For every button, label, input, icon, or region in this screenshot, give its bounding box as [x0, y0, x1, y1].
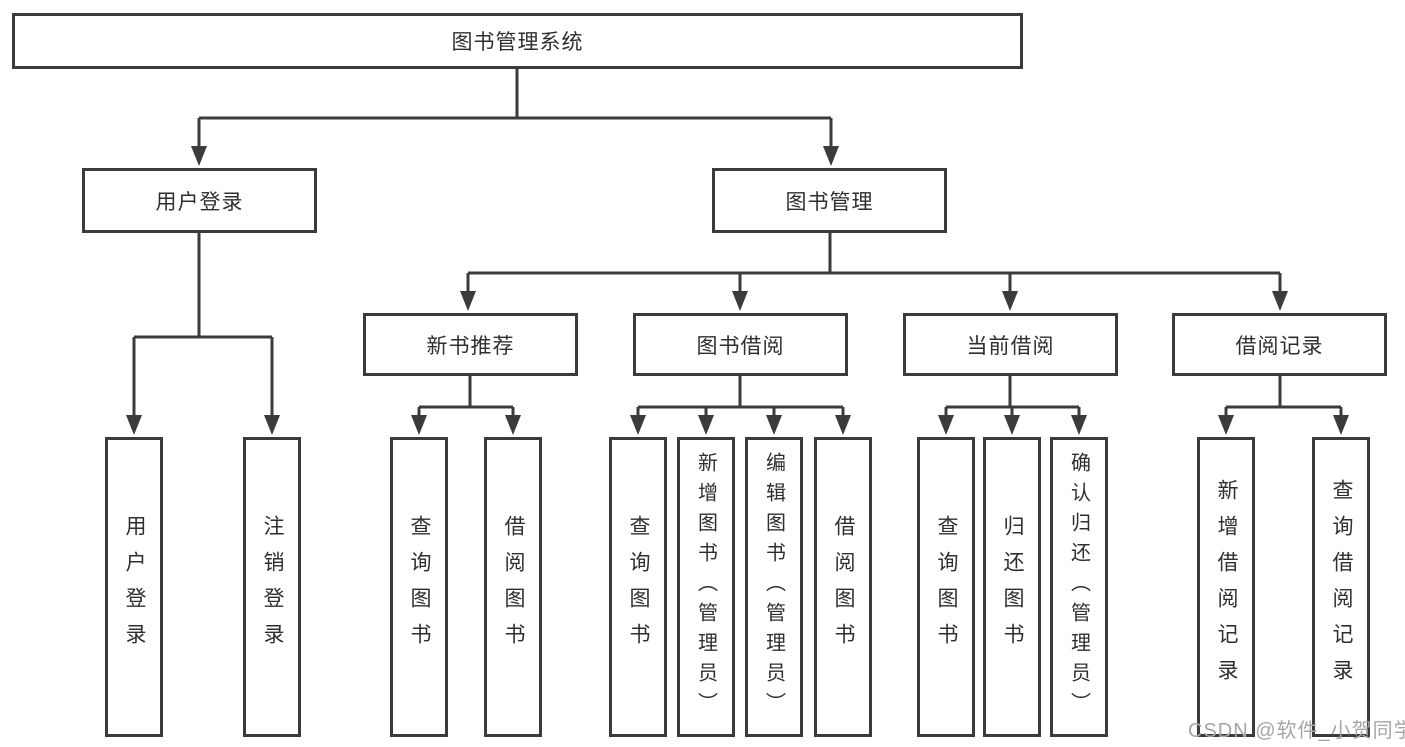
leaf-logout: 注销登录	[243, 437, 301, 737]
leaf-query-books-current: 查询图书	[917, 437, 975, 737]
leaf-add-book-admin: 新增图书（管理员）	[677, 437, 735, 737]
leaf-confirm-return-admin: 确认归还（管理员）	[1050, 437, 1108, 737]
leaf-return-book: 归还图书	[983, 437, 1041, 737]
node-user-login: 用户登录	[82, 168, 317, 233]
node-current-borrow: 当前借阅	[903, 313, 1118, 376]
csdn-watermark: CSDN @软件_小贺同学	[1188, 720, 1405, 742]
node-borrow-records: 借阅记录	[1172, 313, 1387, 376]
leaf-borrow-books-recommend: 借阅图书	[484, 437, 542, 737]
node-new-book-recommend: 新书推荐	[363, 313, 578, 376]
node-book-management: 图书管理	[712, 168, 947, 233]
node-root: 图书管理系统	[12, 13, 1023, 69]
leaf-add-borrow-record: 新增借阅记录	[1197, 437, 1255, 737]
node-book-borrow: 图书借阅	[633, 313, 848, 376]
leaf-query-borrow-record: 查询借阅记录	[1312, 437, 1370, 737]
leaf-query-books-recommend: 查询图书	[390, 437, 448, 737]
leaf-borrow-books: 借阅图书	[814, 437, 872, 737]
arrowheads	[126, 146, 1349, 435]
leaf-user-login: 用户登录	[105, 437, 163, 737]
leaf-query-books-borrow: 查询图书	[609, 437, 667, 737]
leaf-edit-book-admin: 编辑图书（管理员）	[745, 437, 803, 737]
